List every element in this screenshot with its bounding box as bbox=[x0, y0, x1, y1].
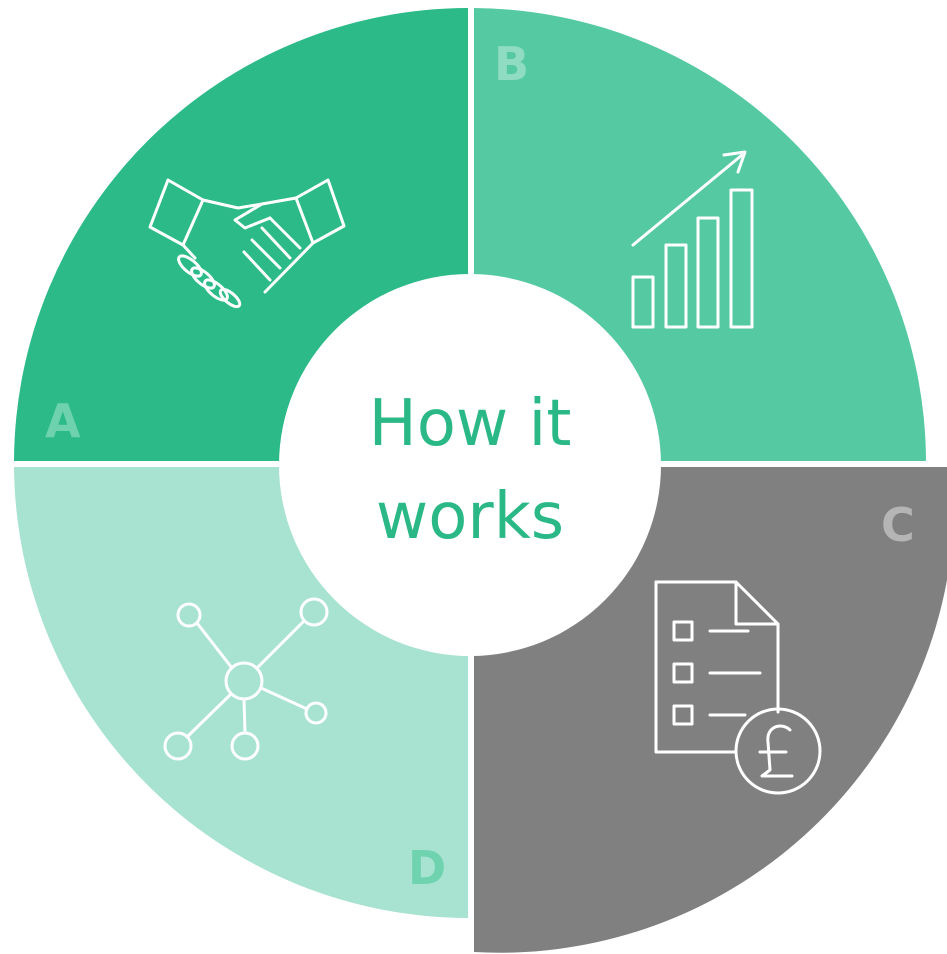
center-hub: How it works bbox=[279, 274, 661, 656]
center-title-line-1: How it bbox=[369, 387, 572, 461]
segment-b-letter: B bbox=[494, 37, 529, 91]
bar-chart-growth-icon bbox=[631, 150, 754, 329]
network-nodes-icon bbox=[163, 597, 329, 761]
segment-a-letter: A bbox=[45, 394, 81, 448]
center-circle bbox=[279, 274, 661, 656]
center-title-line-2: works bbox=[376, 480, 564, 554]
invoice-pound-icon bbox=[654, 580, 822, 795]
segment-d-letter: D bbox=[408, 841, 446, 895]
handshake-icon bbox=[148, 178, 346, 309]
segment-c-letter: C bbox=[881, 498, 915, 552]
